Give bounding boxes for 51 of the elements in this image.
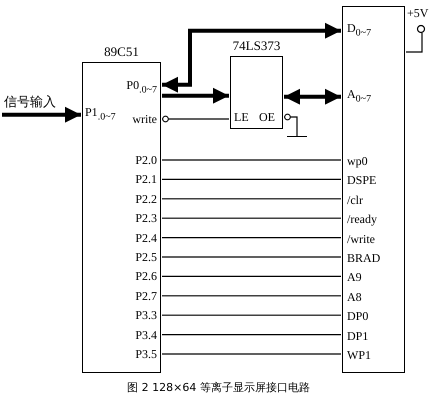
pin-label: DP0 (347, 309, 397, 324)
bus-arrow (162, 22, 341, 93)
pin-label: D$_{0~7}$ (347, 21, 387, 40)
wire (162, 198, 341, 200)
pin-label: P2.0 (110, 153, 157, 167)
pin-label: DSPE (347, 173, 397, 188)
pin-label: P2.2 (110, 192, 157, 206)
wire (162, 276, 341, 277)
pin-label: P2.3 (110, 211, 157, 226)
wire (406, 33, 423, 53)
figure-caption: 图 2 128×64 等离子显示屏接口电路 (126, 380, 311, 395)
wire (162, 334, 341, 336)
pin-label: /clr (347, 192, 397, 207)
pin-label: DP1 (347, 328, 397, 343)
wire (162, 237, 341, 238)
chip-label: 89C51 (103, 44, 140, 60)
bus-arrow (162, 88, 229, 104)
wire (162, 159, 341, 161)
signal-line (162, 116, 229, 122)
pin-label: P3.5 (110, 347, 157, 361)
pin-label: A9 (347, 270, 397, 284)
display-module-box (342, 6, 405, 373)
edge-label: 信号输入 (4, 94, 56, 110)
pin-label: P2.1 (110, 172, 157, 186)
pin-label: WP1 (347, 348, 397, 362)
wire (162, 353, 341, 355)
pin-label: P0$_{.0~7}$ (100, 78, 157, 98)
pin-label: BRAD (347, 251, 397, 265)
wire (162, 256, 341, 258)
pin-label: LE (234, 110, 252, 124)
pin-label: P3.3 (110, 308, 157, 322)
chip-label: 74LS373 (232, 38, 282, 54)
pin-label: P2.4 (110, 230, 157, 245)
wire (162, 295, 341, 296)
bus-arrow (284, 88, 341, 105)
pin-label: wp0 (347, 154, 397, 168)
pin-label: /write (347, 232, 397, 246)
voltage-label: +5V (407, 6, 428, 20)
wire (162, 314, 341, 316)
pin-label: A8 (347, 290, 397, 304)
pin-label: P3.4 (110, 328, 157, 342)
pin-label: P2.6 (110, 269, 157, 284)
pin-label: OE (259, 110, 279, 124)
pin-label: /ready (347, 212, 397, 226)
wire (162, 218, 341, 219)
pin-label: A$_{0~7}$ (347, 87, 387, 106)
pin-label: P2.5 (110, 250, 157, 264)
wire (162, 178, 341, 180)
pin-label: P2.7 (110, 288, 157, 303)
bus-arrow (2, 106, 81, 123)
signal-line (284, 114, 298, 136)
